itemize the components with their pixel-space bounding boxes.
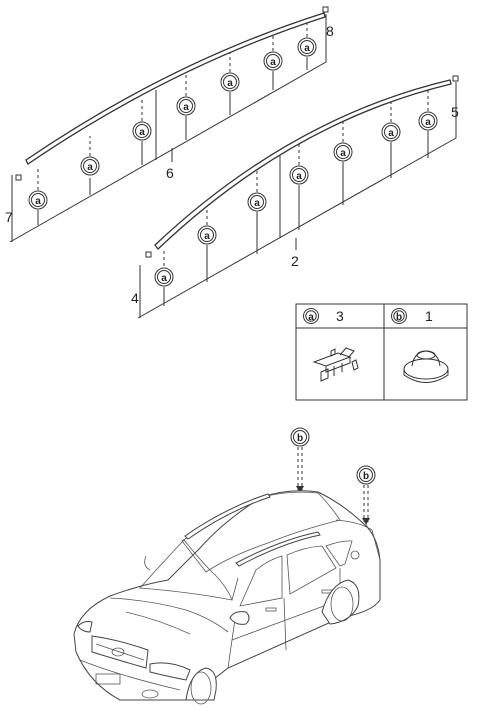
svg-text:a: a bbox=[183, 102, 189, 113]
part-number-labels: 8 6 7 5 2 4 bbox=[5, 23, 459, 306]
callout-a-6: a bbox=[263, 51, 283, 71]
svg-text:a: a bbox=[227, 78, 233, 89]
svg-text:a: a bbox=[296, 171, 302, 182]
svg-text:b: b bbox=[396, 312, 402, 323]
legend-part-3: 3 bbox=[336, 308, 344, 324]
svg-text:a: a bbox=[204, 231, 210, 242]
svg-text:a: a bbox=[270, 57, 276, 68]
svg-text:a: a bbox=[254, 198, 260, 209]
svg-text:a: a bbox=[425, 117, 431, 128]
svg-text:a: a bbox=[340, 148, 346, 159]
upper-roof-molding-assembly bbox=[9, 6, 329, 243]
svg-text:a: a bbox=[388, 128, 394, 139]
callout-a-5: a bbox=[220, 72, 240, 92]
callout-a-9: a bbox=[197, 225, 217, 245]
callout-b-1: b bbox=[290, 427, 310, 493]
part-label-4: 4 bbox=[131, 290, 139, 306]
svg-text:b: b bbox=[363, 471, 369, 482]
legend-part-1: 1 bbox=[425, 308, 433, 324]
svg-text:a: a bbox=[35, 196, 41, 207]
callout-a-3: a bbox=[132, 121, 152, 141]
lower-roof-molding-assembly bbox=[137, 75, 459, 319]
svg-text:a: a bbox=[87, 162, 93, 173]
callout-a-4: a bbox=[176, 96, 196, 116]
part-label-7: 7 bbox=[5, 209, 13, 225]
callout-a-1: a bbox=[28, 190, 48, 210]
car-illustration bbox=[73, 490, 381, 705]
part-label-8: 8 bbox=[326, 23, 334, 39]
callout-a-11: a bbox=[289, 165, 309, 185]
svg-text:a: a bbox=[308, 312, 314, 323]
callout-a-2: a bbox=[80, 156, 100, 176]
svg-text:a: a bbox=[161, 273, 167, 284]
callout-a-13: a bbox=[381, 122, 401, 142]
part-label-2: 2 bbox=[291, 253, 299, 269]
legend-cell-b: b 1 bbox=[391, 308, 449, 383]
legend-table: a 3 b 1 bbox=[295, 303, 468, 401]
svg-text:a: a bbox=[139, 127, 145, 138]
svg-text:b: b bbox=[297, 433, 303, 444]
callout-a-12: a bbox=[333, 142, 353, 162]
callouts-a: a a a a a a a a a a a a a a bbox=[28, 37, 438, 287]
svg-text:a: a bbox=[304, 43, 310, 54]
callout-b-2: b bbox=[356, 465, 376, 525]
grommet-part-icon bbox=[403, 350, 449, 383]
clip-part-icon bbox=[312, 347, 359, 382]
callout-a-8: a bbox=[154, 267, 174, 287]
callout-a-7: a bbox=[297, 37, 317, 57]
legend-cell-a: a 3 bbox=[303, 308, 359, 382]
callout-a-10: a bbox=[247, 192, 267, 212]
part-label-5: 5 bbox=[451, 104, 459, 120]
callout-a-14: a bbox=[418, 111, 438, 131]
part-label-6: 6 bbox=[166, 165, 174, 181]
callouts-b: b b bbox=[290, 427, 376, 525]
